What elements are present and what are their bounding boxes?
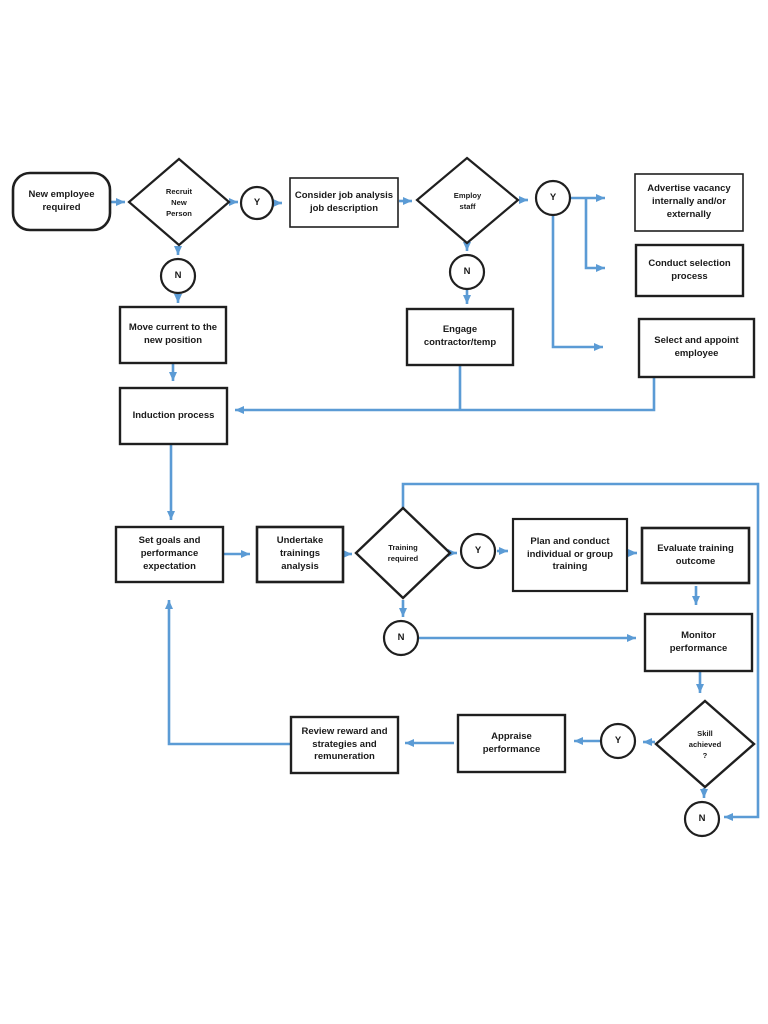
training-no-circle xyxy=(382,619,420,657)
appraise-box-shape xyxy=(456,713,567,774)
recruit-decision-diamond xyxy=(127,157,231,247)
recruit-no-circle xyxy=(159,257,197,295)
start-terminator-shape xyxy=(11,171,112,232)
connector-yes-to-conduct xyxy=(584,199,605,272)
employ-decision-diamond xyxy=(415,156,520,245)
training-decision-diamond xyxy=(354,506,452,600)
plan-training-box-shape xyxy=(511,517,629,593)
recruit-yes-circle xyxy=(239,185,275,221)
connector-training-loop-to-no xyxy=(401,482,760,821)
select-appoint-box-shape xyxy=(637,317,756,379)
move-current-box-shape xyxy=(118,305,228,365)
connector-yes-to-select xyxy=(551,216,603,351)
consider-box-shape xyxy=(289,177,399,228)
induction-box-shape xyxy=(118,386,229,446)
engage-box-shape xyxy=(405,307,515,367)
undertake-box-shape xyxy=(255,525,345,584)
evaluate-box-shape xyxy=(640,526,751,585)
conduct-box-shape xyxy=(634,243,745,298)
connector-review-to-setgoals xyxy=(165,600,291,746)
set-goals-box-shape xyxy=(114,525,225,584)
skill-yes-circle xyxy=(599,722,637,760)
connector-select-to-induction xyxy=(235,378,656,414)
skill-decision-diamond xyxy=(654,699,756,789)
training-yes-circle xyxy=(459,532,497,570)
advertise-box-shape xyxy=(634,173,744,232)
employ-yes-circle xyxy=(534,179,572,217)
skill-no-circle xyxy=(683,800,721,838)
review-box-shape xyxy=(289,715,400,775)
employ-no-circle xyxy=(448,253,486,291)
monitor-box-shape xyxy=(643,612,754,673)
